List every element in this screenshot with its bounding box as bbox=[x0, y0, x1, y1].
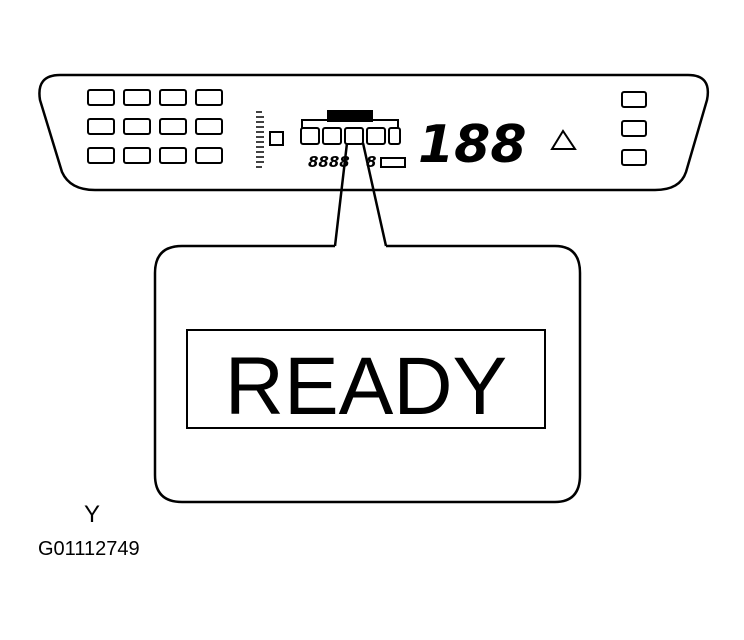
small-indicator-bar bbox=[380, 157, 406, 168]
small-segment-single: 8 bbox=[366, 153, 376, 171]
small-indicator-box bbox=[269, 131, 284, 146]
panel-button[interactable] bbox=[195, 147, 223, 164]
panel-button[interactable] bbox=[123, 147, 151, 164]
left-button-grid bbox=[87, 89, 223, 164]
panel-button[interactable] bbox=[87, 89, 115, 106]
triangle-warning-icon bbox=[550, 129, 577, 150]
instrument-panel-outline bbox=[38, 73, 710, 192]
panel-button[interactable] bbox=[621, 149, 647, 166]
figure-code: G01112749 bbox=[38, 538, 140, 560]
panel-button[interactable] bbox=[87, 147, 115, 164]
callout-bubble bbox=[153, 244, 582, 504]
bar-graph-indicator bbox=[256, 111, 264, 168]
panel-button[interactable] bbox=[123, 118, 151, 135]
panel-button[interactable] bbox=[159, 89, 187, 106]
right-button-column bbox=[621, 91, 647, 166]
indicator-bracket bbox=[301, 119, 399, 128]
ready-label-frame bbox=[186, 329, 546, 429]
panel-button[interactable] bbox=[159, 118, 187, 135]
small-segment-readout: 8888 bbox=[308, 153, 350, 171]
panel-button[interactable] bbox=[159, 147, 187, 164]
panel-button[interactable] bbox=[621, 91, 647, 108]
panel-button[interactable] bbox=[195, 89, 223, 106]
panel-button[interactable] bbox=[621, 120, 647, 137]
panel-button[interactable] bbox=[87, 118, 115, 135]
ready-label: READY bbox=[225, 341, 508, 432]
callout-leader bbox=[333, 142, 388, 247]
center-indicator-row bbox=[300, 127, 401, 145]
diagram-marker: Y bbox=[84, 501, 100, 528]
panel-button[interactable] bbox=[195, 118, 223, 135]
panel-button[interactable] bbox=[123, 89, 151, 106]
segment-readout: 188 bbox=[418, 115, 527, 175]
